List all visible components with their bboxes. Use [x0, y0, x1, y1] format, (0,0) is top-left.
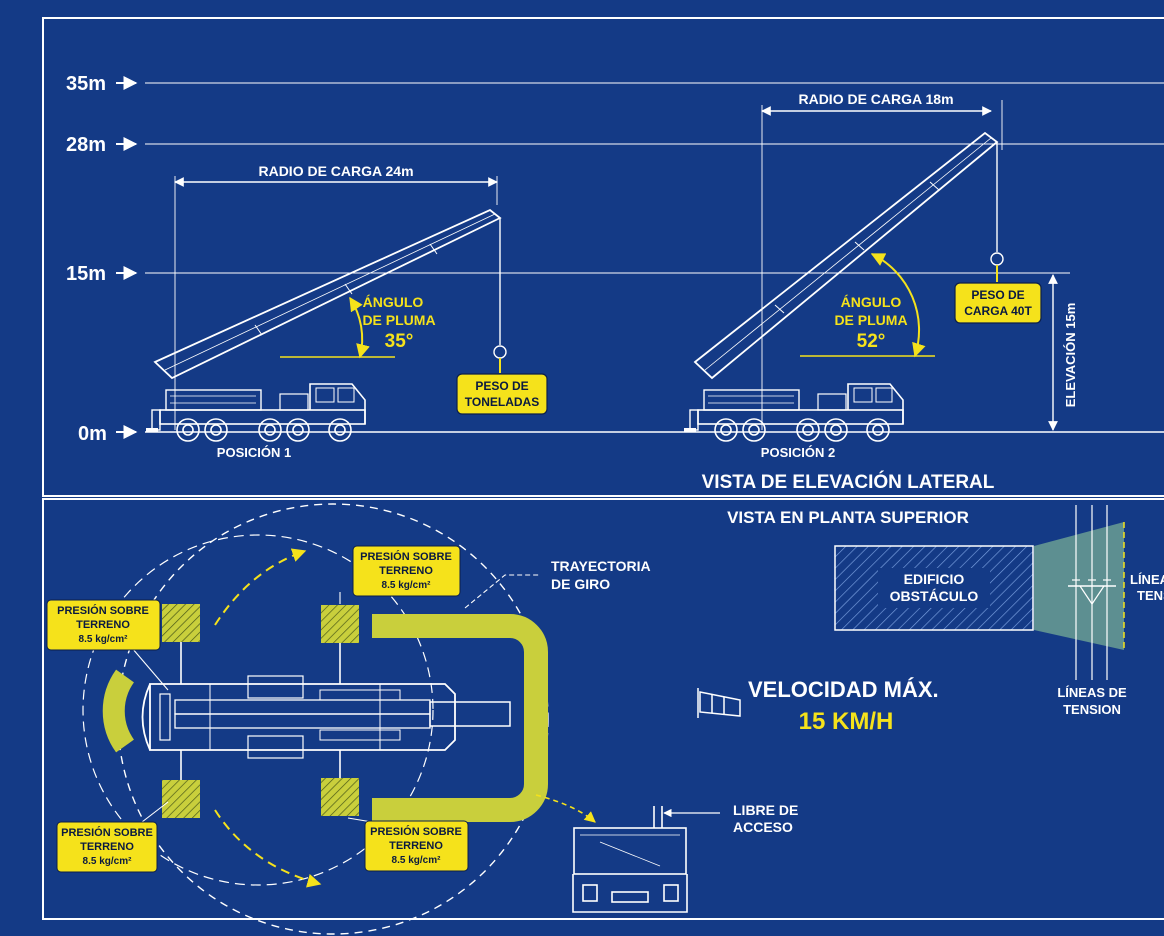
pressure-label-bottom-left: PRESIÓN SOBRE TERRENO 8.5 kg/cm² — [56, 801, 169, 873]
pressure-top-left-line3: 8.5 kg/cm² — [79, 634, 129, 645]
plan-view-title: VISTA EN PLANTA SUPERIOR — [727, 508, 969, 527]
angle-arc-2 — [870, 253, 926, 358]
pressure-bottom-left-line1: PRESIÓN SOBRE — [61, 826, 153, 839]
pressure-label-top-center: PRESIÓN SOBRE TERRENO 8.5 kg/cm² — [339, 545, 461, 604]
pressure-label-top-left: PRESIÓN SOBRE TERRENO 8.5 kg/cm² — [46, 599, 169, 691]
radius-label-1: RADIO DE CARGA 24m — [258, 163, 413, 179]
swing-trajectory-zone — [372, 614, 548, 822]
crane-position-2: RADIO DE CARGA 18m ÁNGULO DE PLUMA 52° P… — [683, 91, 1078, 460]
crane-top-view — [141, 620, 511, 812]
load-label-2-line1: PESO DE — [971, 288, 1024, 302]
elevation-label: ELEVACIÓN 15m — [1063, 303, 1078, 408]
load-label-1-line1: PESO DE — [475, 379, 528, 393]
angle-value-1: 35° — [385, 331, 414, 352]
level-lines — [145, 82, 1164, 433]
access-label-line1: LIBRE DE — [733, 802, 798, 818]
angle-value-2: 52° — [857, 331, 886, 352]
pressure-top-center-line1: PRESIÓN SOBRE — [360, 550, 452, 563]
boom-1 — [153, 208, 502, 380]
level-arrow-icons — [116, 76, 138, 439]
pressure-bottom-left-line2: TERRENO — [80, 841, 134, 853]
power-lines-right-line2: TENSION — [1137, 588, 1164, 603]
access-label-line2: ACCESO — [733, 819, 793, 835]
power-lines — [1068, 505, 1116, 680]
windsock-icon — [697, 688, 741, 718]
rotation-arrow-bottom — [214, 809, 322, 888]
angle-label-2-line1: ÁNGULO — [841, 294, 902, 310]
hook-icon — [990, 252, 1004, 266]
pressure-top-center-line3: 8.5 kg/cm² — [382, 580, 432, 591]
outrigger-pads — [162, 604, 359, 818]
load-label-box-1 — [456, 373, 548, 415]
access-arrow — [535, 794, 596, 823]
position-2-label: POSICIÓN 2 — [761, 445, 835, 460]
power-lines-label-line2: TENSION — [1063, 702, 1121, 717]
trajectory-label-line1: TRAYECTORIA — [551, 558, 651, 574]
plan-frame — [42, 498, 1164, 920]
load-label-1-line2: TONELADAS — [465, 395, 539, 409]
swing-circle-outer — [117, 503, 549, 935]
elevation-view-title: VISTA DE ELEVACIÓN LATERAL — [702, 471, 995, 493]
load-label-box-2 — [954, 282, 1042, 324]
pressure-bottom-center-line2: TERRENO — [389, 840, 443, 852]
pressure-top-left-line1: PRESIÓN SOBRE — [57, 604, 149, 617]
building-label-line1: EDIFICIO — [904, 571, 965, 587]
building-label-line2: OBSTÁCULO — [890, 588, 979, 604]
pressure-bottom-center-line3: 8.5 kg/cm² — [392, 855, 442, 866]
swing-circle-inner — [82, 534, 434, 886]
angle-label-2-line2: DE PLUMA — [834, 312, 907, 328]
rotation-arrow-top — [214, 548, 307, 626]
position-1-label: POSICIÓN 1 — [217, 445, 291, 460]
level-label-15: 15m — [66, 263, 106, 285]
pressure-bottom-left-line3: 8.5 kg/cm² — [83, 856, 133, 867]
pressure-top-center-line2: TERRENO — [379, 565, 433, 577]
pressure-label-bottom-center: PRESIÓN SOBRE TERRENO 8.5 kg/cm² — [347, 817, 469, 872]
speed-label-line1: VELOCIDAD MÁX. — [748, 677, 939, 702]
radius-label-2: RADIO DE CARGA 18m — [798, 91, 953, 107]
level-label-35: 35m — [66, 73, 106, 95]
level-label-0: 0m — [78, 423, 107, 445]
power-lines-right-line1: LÍNEAS DE — [1130, 572, 1164, 587]
crane-position-1: RADIO DE CARGA 24m ÁNGULO DE PLUMA 35° P… — [145, 163, 548, 460]
hook-icon — [493, 345, 507, 359]
level-label-28: 28m — [66, 134, 106, 156]
access-truck-icon — [572, 806, 688, 913]
pressure-bottom-center-line1: PRESIÓN SOBRE — [370, 825, 462, 838]
trajectory-label-line2: DE GIRO — [551, 576, 610, 592]
pressure-top-left-line2: TERRENO — [76, 619, 130, 631]
angle-arc-1 — [349, 296, 370, 359]
angle-label-1-line1: ÁNGULO — [363, 294, 424, 310]
speed-label-line2: 15 KM/H — [799, 708, 894, 735]
power-lines-label-line1: LÍNEAS DE — [1057, 685, 1127, 700]
load-label-2-line2: CARGA 40T — [964, 304, 1032, 318]
trajectory-leader — [464, 574, 540, 609]
counterweight-zone — [102, 669, 135, 753]
angle-label-1-line2: DE PLUMA — [362, 312, 435, 328]
elevation-frame — [42, 17, 1164, 497]
